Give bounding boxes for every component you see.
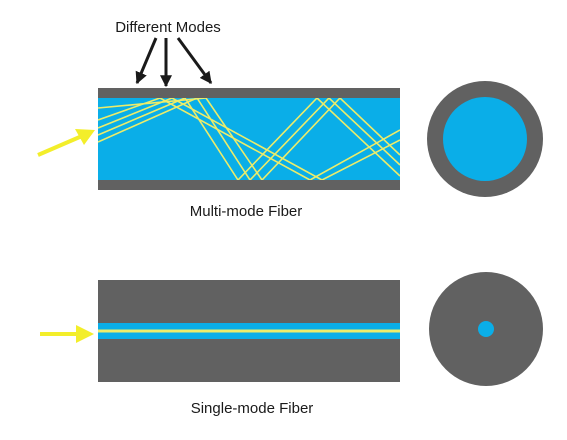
light-ray-mode-3	[98, 98, 400, 180]
mode-arrow-icon-1	[135, 37, 158, 85]
multimode-light-rays	[98, 98, 400, 180]
multimode-fiber-side-view	[98, 88, 400, 190]
multimode-input-arrow-icon	[37, 129, 95, 157]
multimode-cross-section-core	[443, 97, 527, 181]
singlemode-cross-section	[429, 272, 543, 386]
light-ray-mode-4	[98, 98, 400, 180]
multimode-fiber-label: Multi-mode Fiber	[190, 203, 303, 220]
singlemode-input-arrow-icon	[40, 325, 94, 343]
singlemode-fiber-label: Single-mode Fiber	[191, 400, 314, 417]
singlemode-cross-section-core	[478, 321, 494, 337]
singlemode-fiber-side-view	[98, 280, 400, 382]
light-ray-mode-5	[98, 98, 400, 180]
light-ray-mode-1	[98, 98, 400, 180]
modes-pointer-arrows	[135, 37, 213, 88]
mode-arrow-icon-3	[176, 37, 213, 84]
modes-label: Different Modes	[115, 19, 221, 36]
multimode-cross-section	[427, 81, 543, 197]
light-ray-mode-2	[98, 98, 400, 180]
